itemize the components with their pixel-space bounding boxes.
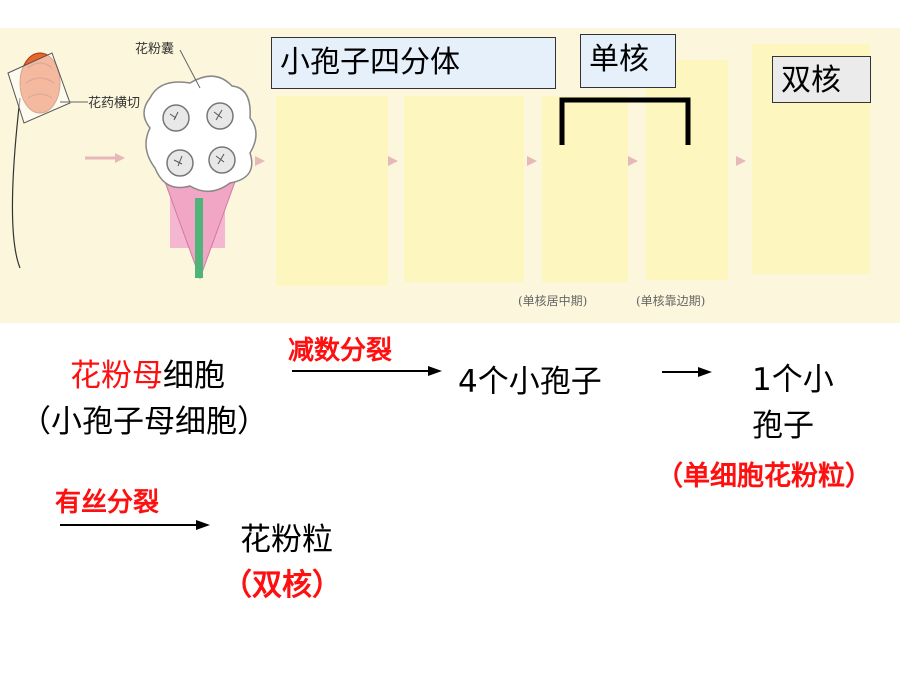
pollen-mother-rest: 细胞 — [163, 358, 225, 394]
cut-plane-icon — [7, 52, 71, 124]
binucleate-label-box: 双核 — [772, 56, 871, 103]
pollen-mother-red: 花粉母 — [70, 358, 163, 394]
four-microspores: 4个小孢子 — [458, 364, 602, 400]
anther-cross-section-icon — [143, 75, 257, 280]
cross-section-label: 花药横切 — [88, 96, 141, 111]
uninucleate-side-panel — [646, 60, 728, 280]
faded-arrows — [255, 156, 746, 166]
microspore-panel — [404, 96, 524, 282]
meiosis-arrow-head — [428, 366, 442, 376]
uninucleate-central-panel — [542, 96, 628, 282]
pollen-mother-cell: 花粉母细胞 — [70, 350, 225, 395]
tetrad-panel — [276, 96, 388, 286]
one-microspore-line2: 孢子 — [752, 408, 814, 444]
uninucleate-bracket — [559, 97, 691, 145]
meiosis-label: 减数分裂 — [288, 336, 393, 366]
meiosis-arrow-line — [292, 370, 428, 372]
small-arrow-head — [698, 367, 712, 377]
uninucleate-label-box: 单核 — [580, 34, 676, 88]
one-microspore-line1: 1个小 — [752, 362, 834, 398]
pollen-grain: 花粉粒 — [240, 522, 333, 558]
mitosis-label: 有丝分裂 — [55, 488, 160, 518]
anther-illustration-svg — [7, 49, 746, 280]
anther-sac-pointer — [179, 49, 201, 89]
caption-uninucleate-central: (单核居中期) — [518, 294, 588, 308]
single-cell-pollen: （单细胞花粉粒） — [656, 461, 872, 492]
stalk-line — [11, 97, 21, 269]
small-arrow-line — [662, 371, 698, 373]
mitosis-arrow-line — [60, 524, 196, 526]
caption-uninucleate-side: (单核靠边期) — [636, 294, 706, 308]
binucleate-paren: （双核） — [222, 568, 342, 603]
tetrad-label-box: 小孢子四分体 — [271, 37, 556, 89]
anther-sac-label: 花粉囊 — [135, 42, 175, 57]
microspore-mother-cell: （小孢子母细胞） — [20, 404, 268, 440]
mitosis-arrow-head — [196, 520, 210, 530]
